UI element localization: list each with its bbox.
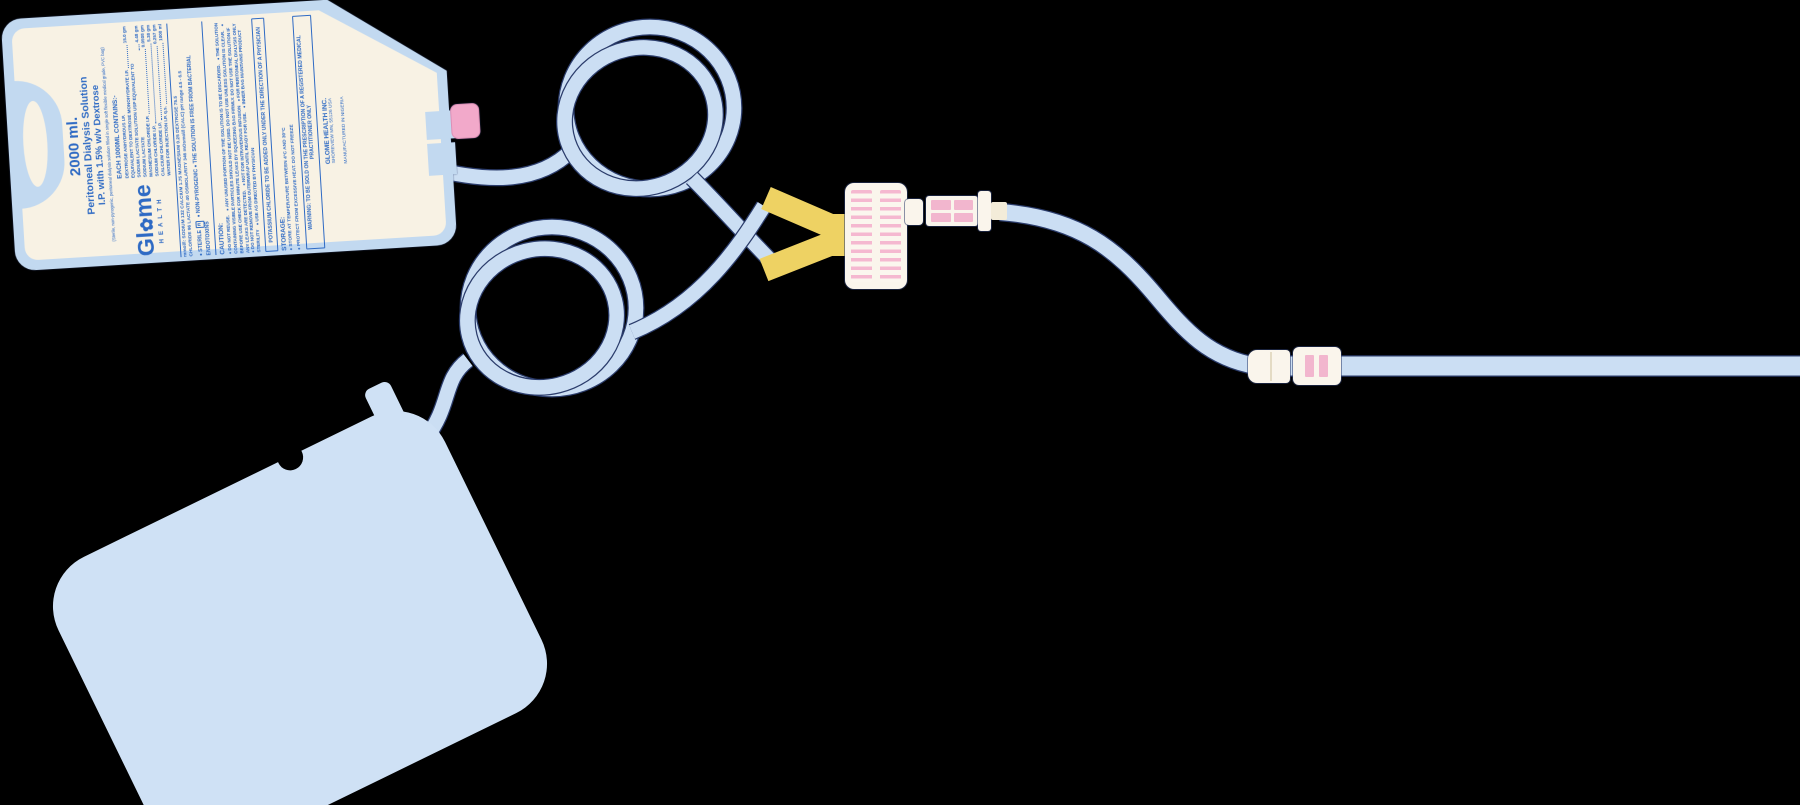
solution-bag: 2000 ml. Peritoneal Dialysis Solution I.… xyxy=(1,0,481,271)
adapter-divider xyxy=(1270,352,1272,381)
luer-pink-band xyxy=(953,200,973,210)
y-connector xyxy=(759,186,848,282)
contents-list: EACH 1000ML CONTAINS:- DEXTROSE ANHYDROU… xyxy=(108,24,173,179)
luer-pink-band xyxy=(931,200,951,210)
connector-pink-band xyxy=(1319,355,1328,377)
connector-pink-band xyxy=(1305,355,1314,377)
transfer-tube xyxy=(999,202,1258,376)
brand-logo: Gl✿me HEALTH xyxy=(117,180,177,261)
luer-pink-band xyxy=(931,212,951,222)
flower-icon: ✿ xyxy=(137,216,158,233)
luer-flange xyxy=(978,191,991,231)
clamp-stripes-left xyxy=(851,190,872,282)
sterile-symbol: R xyxy=(195,220,205,229)
bag-label: 2000 ml. Peritoneal Dialysis Solution I.… xyxy=(59,5,451,266)
brand-wordmark: Gl✿me xyxy=(129,183,160,257)
drain-tube-coil xyxy=(419,201,772,444)
injection-port-cap[interactable] xyxy=(449,102,481,140)
clamp-stripes-right xyxy=(880,190,901,282)
luer-cap[interactable] xyxy=(905,199,923,225)
hanger-hole xyxy=(20,100,50,188)
luer-tip xyxy=(991,202,1007,220)
luer-pink-band xyxy=(953,212,973,222)
tubing-clamp[interactable] xyxy=(845,183,907,289)
catheter-connector[interactable] xyxy=(1293,347,1341,385)
catheter-adapter[interactable] xyxy=(1248,350,1290,383)
supply-tube-coil xyxy=(427,18,777,267)
luer-connector[interactable] xyxy=(926,196,978,226)
